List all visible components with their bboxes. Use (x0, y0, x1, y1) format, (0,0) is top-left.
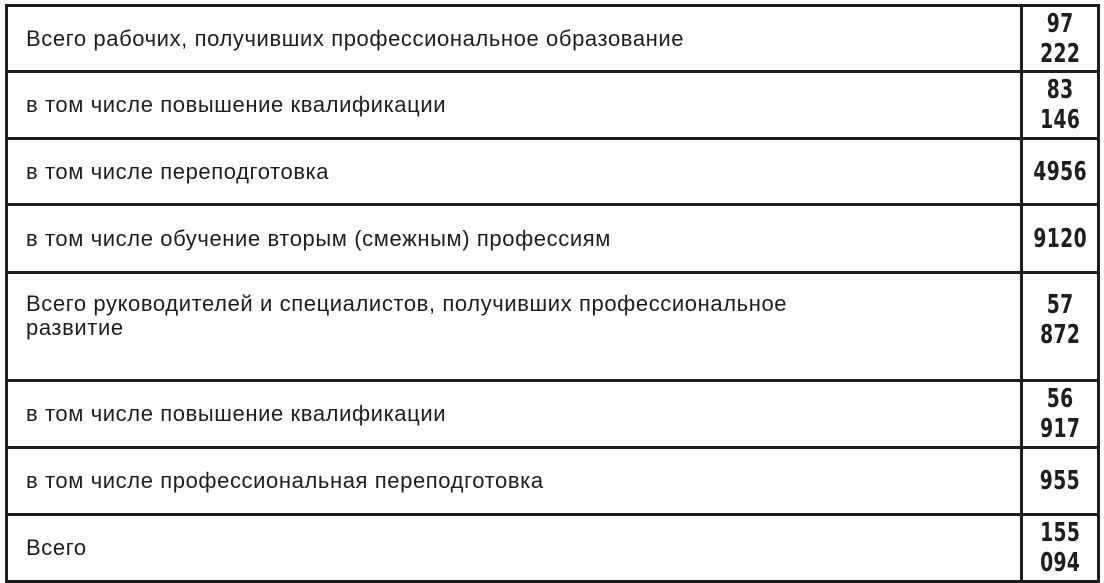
row-value: 83 146 (1039, 75, 1080, 135)
row-label: в том числе переподготовка (5, 137, 1023, 206)
row-label: в том числе профессиональная переподгото… (5, 446, 1023, 516)
row-value: 57 872 (1039, 290, 1080, 350)
table-row: в том числе повышение квалификации 83 14… (5, 70, 1101, 140)
table-row: Всего руководителей и специалистов, полу… (5, 271, 1101, 382)
table-row: в том числе профессиональная переподгото… (5, 446, 1101, 516)
table-row: в том числе повышение квалификации 56 91… (5, 379, 1101, 449)
row-label: Всего (5, 513, 1023, 583)
row-label: Всего рабочих, получивших профессиональн… (5, 4, 1023, 73)
table-row-total: Всего 155 094 (5, 513, 1101, 583)
row-value: 4956 (1033, 156, 1087, 187)
table-row: в том числе обучение вторым (смежным) пр… (5, 203, 1101, 274)
row-label: в том числе обучение вторым (смежным) пр… (5, 203, 1023, 274)
row-value: 97 222 (1039, 8, 1080, 69)
row-value: 155 094 (1039, 518, 1080, 578)
table-row: Всего рабочих, получивших профессиональн… (5, 4, 1101, 73)
row-value: 9120 (1033, 223, 1087, 254)
training-statistics-table: Всего рабочих, получивших профессиональн… (5, 4, 1101, 583)
row-label: Всего руководителей и специалистов, полу… (5, 271, 1023, 382)
row-label: в том числе повышение квалификации (5, 379, 1023, 449)
table-row: в том числе переподготовка 4956 (5, 137, 1101, 206)
row-value: 955 (1039, 466, 1080, 496)
row-value: 56 917 (1039, 384, 1080, 444)
row-label: в том числе повышение квалификации (5, 70, 1023, 140)
